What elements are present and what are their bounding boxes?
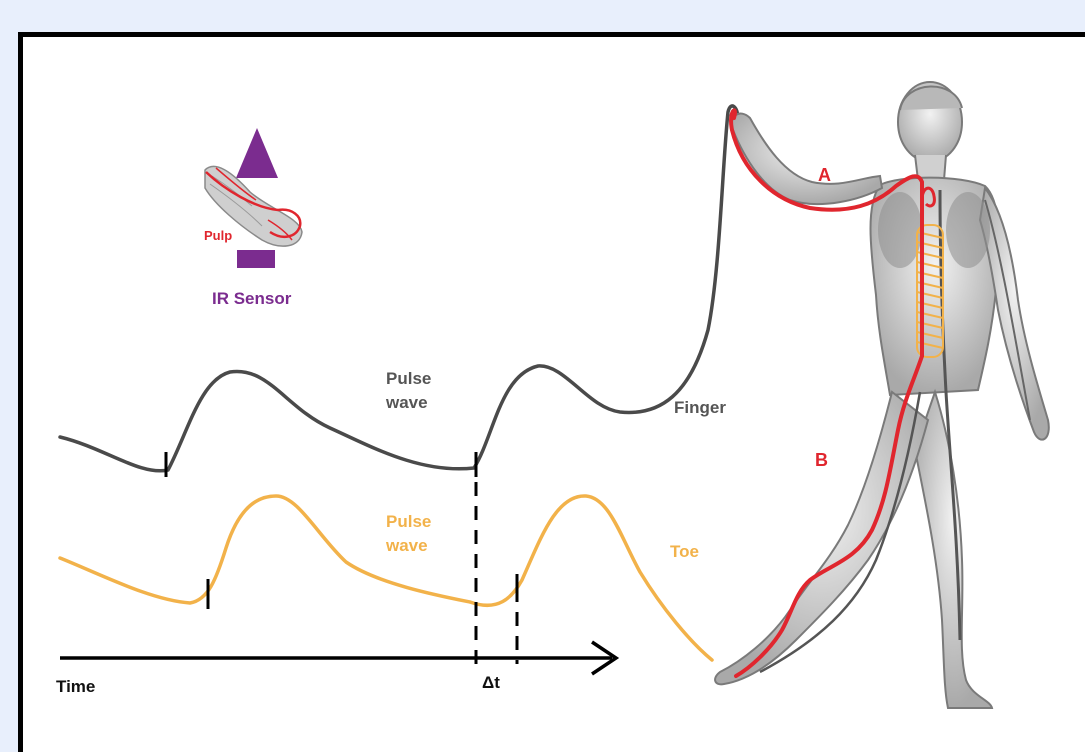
time-axis	[60, 642, 616, 674]
finger-label: Finger	[674, 398, 726, 417]
finger-pulse-wave-label-line1: Pulse	[386, 369, 431, 388]
pulp-label: Pulp	[204, 228, 232, 243]
ir-sensor-label: IR Sensor	[212, 289, 292, 308]
toe-pulse-wave-label-line1: Pulse	[386, 512, 431, 531]
toe-label: Toe	[670, 542, 699, 561]
ir-sensor-group: Pulp IR Sensor	[204, 128, 302, 308]
toe-pulse-wave-label-line2: wave	[385, 536, 428, 555]
finger-pulse-wave-label-line2: wave	[385, 393, 428, 412]
sensor-emitter-icon	[236, 128, 278, 178]
path-a-label: A	[818, 165, 831, 185]
path-b-label: B	[815, 450, 828, 470]
time-axis-label: Time	[56, 677, 95, 696]
finger-pulse-wave	[60, 106, 738, 471]
human-body-illustration-icon	[715, 82, 1049, 708]
delta-t-label: Δt	[482, 673, 500, 692]
sensor-detector-icon	[237, 250, 275, 268]
